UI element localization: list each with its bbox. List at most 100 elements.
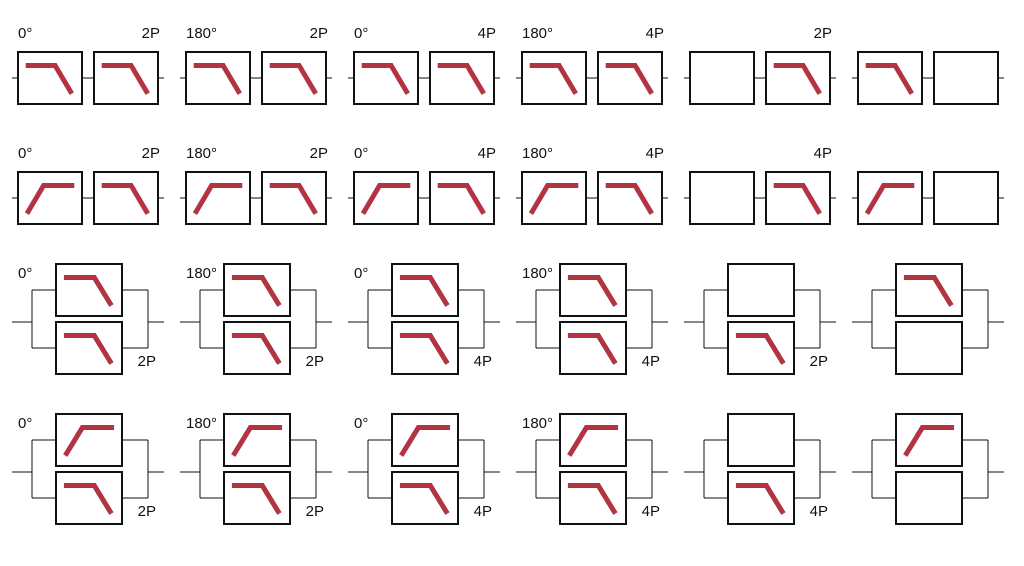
filter-box [933, 51, 999, 105]
routing-cell: 0°4P [348, 413, 500, 525]
routing-cell: 180°2P [180, 25, 332, 105]
filter-box [727, 413, 795, 467]
highpass-curve-icon [360, 183, 411, 215]
poles-label: 4P [474, 353, 492, 370]
highpass-curve-icon [903, 425, 955, 457]
filter-box [429, 51, 495, 105]
poles-label: 2P [306, 503, 324, 520]
lowpass-curve-icon [231, 483, 282, 515]
highpass-curve-icon [63, 425, 115, 457]
lowpass-curve-icon [605, 63, 654, 95]
routing-cell [852, 413, 1004, 525]
filter-box [895, 263, 963, 317]
highpass-curve-icon [864, 183, 915, 215]
lowpass-curve-icon [231, 275, 282, 307]
routing-cell: 2P [684, 263, 836, 375]
routing-cell [852, 171, 1004, 225]
poles-label: 4P [478, 25, 496, 42]
poles-label: 4P [810, 503, 828, 520]
lowpass-curve-icon [437, 183, 486, 215]
filter-box [223, 263, 291, 317]
filter-box [353, 51, 419, 105]
lowpass-curve-icon [361, 63, 410, 95]
lowpass-curve-icon [529, 63, 578, 95]
routing-cell: 180°4P [516, 145, 668, 225]
routing-cell: 0° 4P [348, 263, 500, 375]
poles-label: 4P [646, 145, 664, 162]
filter-box [93, 171, 159, 225]
poles-label: 2P [306, 353, 324, 370]
filter-box [55, 413, 123, 467]
filter-box [727, 263, 795, 317]
routing-cell: 180° 4P [516, 25, 668, 105]
highpass-curve-icon [192, 183, 243, 215]
lowpass-curve-icon [231, 333, 282, 365]
filter-box [223, 321, 291, 375]
routing-cell [852, 263, 1004, 375]
phase-label: 180° [522, 25, 553, 42]
lowpass-curve-icon [567, 275, 618, 307]
filter-box [353, 171, 419, 225]
poles-label: 2P [310, 25, 328, 42]
routing-cell: 0°2P [12, 413, 164, 525]
routing-cell: 4P [684, 413, 836, 525]
filter-box [391, 413, 459, 467]
phase-label: 0° [354, 145, 368, 162]
filter-box [765, 51, 831, 105]
phase-label: 180° [186, 265, 217, 282]
poles-label: 4P [814, 145, 832, 162]
filter-box [55, 321, 123, 375]
poles-label: 2P [138, 503, 156, 520]
routing-cell: 180° 2P [180, 263, 332, 375]
lowpass-curve-icon [25, 63, 74, 95]
highpass-curve-icon [567, 425, 619, 457]
poles-label: 4P [642, 353, 660, 370]
lowpass-curve-icon [399, 483, 450, 515]
phase-label: 0° [354, 265, 368, 282]
filter-box [857, 171, 923, 225]
routing-cell: 180°2P [180, 145, 332, 225]
filter-box [597, 171, 663, 225]
lowpass-curve-icon [773, 63, 822, 95]
filter-box [521, 51, 587, 105]
filter-box [17, 51, 83, 105]
routing-cell: 4P [684, 145, 836, 225]
filter-box [223, 413, 291, 467]
highpass-curve-icon [528, 183, 579, 215]
lowpass-curve-icon [735, 333, 786, 365]
lowpass-curve-icon [193, 63, 242, 95]
routing-cell: 0°4P [348, 145, 500, 225]
filter-box [597, 51, 663, 105]
routing-cell: 180°4P [516, 413, 668, 525]
filter-box [55, 263, 123, 317]
filter-box [689, 51, 755, 105]
poles-label: 4P [646, 25, 664, 42]
filter-box [895, 471, 963, 525]
lowpass-curve-icon [605, 183, 654, 215]
filter-box [185, 171, 251, 225]
routing-cell: 180°2P [180, 413, 332, 525]
filter-box [689, 171, 755, 225]
poles-label: 2P [142, 145, 160, 162]
filter-box [559, 413, 627, 467]
filter-box [17, 171, 83, 225]
filter-box [559, 263, 627, 317]
lowpass-curve-icon [735, 483, 786, 515]
phase-label: 0° [354, 25, 368, 42]
highpass-curve-icon [24, 183, 75, 215]
phase-label: 0° [18, 145, 32, 162]
poles-label: 2P [310, 145, 328, 162]
lowpass-curve-icon [101, 63, 150, 95]
filter-box [223, 471, 291, 525]
poles-label: 2P [814, 25, 832, 42]
phase-label: 180° [522, 265, 553, 282]
filter-box [765, 171, 831, 225]
poles-label: 4P [474, 503, 492, 520]
lowpass-curve-icon [773, 183, 822, 215]
